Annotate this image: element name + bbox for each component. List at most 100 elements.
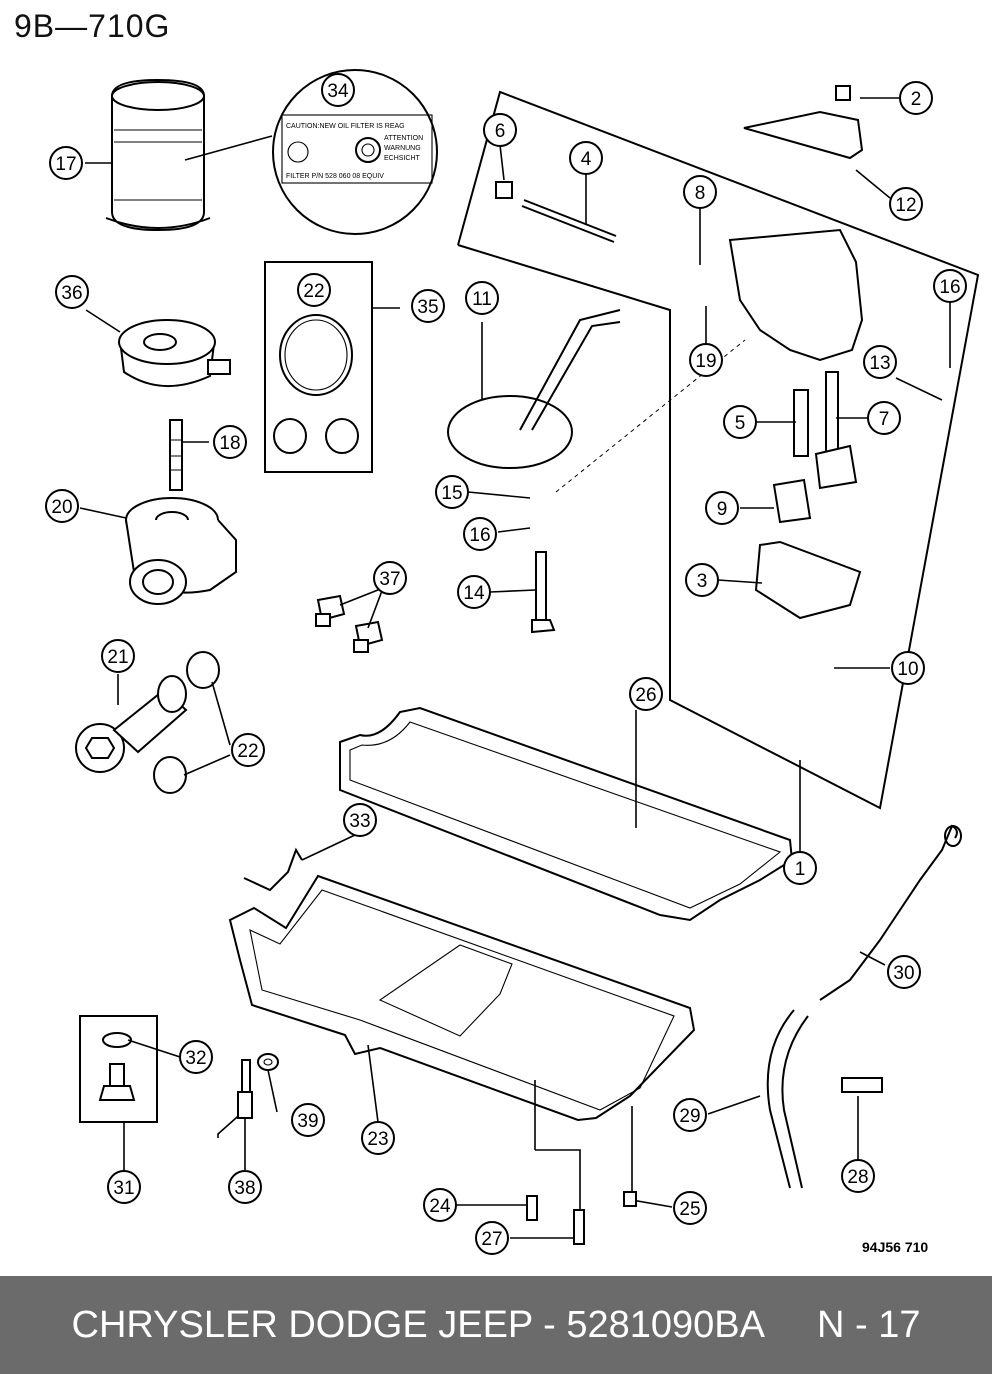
callout-20: 20 bbox=[45, 489, 79, 523]
callouts: 1 2 3 4 5 6 7 8 9 10 11 12 13 14 15 16 1… bbox=[45, 73, 967, 1255]
footer-bar: CHRYSLER DODGE JEEP - 5281090BA N - 17 bbox=[0, 1276, 992, 1374]
svg-text:28: 28 bbox=[847, 1167, 868, 1188]
spring-4 bbox=[521, 199, 617, 243]
bolt-14 bbox=[531, 551, 556, 634]
plate-12 bbox=[743, 85, 864, 160]
svg-text:23: 23 bbox=[367, 1129, 388, 1150]
stud bbox=[169, 419, 183, 491]
callout-38: 38 bbox=[228, 1170, 262, 1204]
svg-text:16: 16 bbox=[469, 525, 490, 546]
callout-17: 17 bbox=[49, 146, 83, 180]
callout-26: 26 bbox=[629, 677, 663, 711]
banjo-bolt bbox=[75, 651, 220, 794]
callout-6: 6 bbox=[483, 113, 517, 147]
callout-23: 23 bbox=[361, 1121, 395, 1155]
svg-text:19: 19 bbox=[695, 351, 716, 372]
svg-text:18: 18 bbox=[219, 433, 240, 454]
svg-text:4: 4 bbox=[581, 149, 592, 170]
svg-text:37: 37 bbox=[379, 569, 400, 590]
svg-text:11: 11 bbox=[472, 289, 492, 310]
callout-4: 4 bbox=[569, 141, 603, 175]
svg-text:39: 39 bbox=[297, 1111, 318, 1132]
svg-text:27: 27 bbox=[481, 1229, 502, 1250]
bolt-38 bbox=[237, 1059, 253, 1119]
svg-text:13: 13 bbox=[869, 353, 890, 374]
callout-9: 9 bbox=[705, 491, 739, 525]
callout-25: 25 bbox=[673, 1191, 707, 1225]
callout-12: 12 bbox=[889, 187, 923, 221]
callout-33: 33 bbox=[343, 803, 377, 837]
callout-34: 34 bbox=[321, 73, 355, 107]
callout-22b: 22 bbox=[231, 733, 265, 767]
svg-text:17: 17 bbox=[55, 154, 76, 175]
callout-22a: 22 bbox=[297, 273, 331, 307]
pump-assembly-boundary bbox=[457, 90, 980, 810]
oil-pump bbox=[728, 228, 864, 620]
svg-text:2: 2 bbox=[911, 89, 922, 110]
svg-text:10: 10 bbox=[897, 659, 918, 680]
callout-21: 21 bbox=[101, 639, 135, 673]
svg-text:24: 24 bbox=[429, 1196, 451, 1217]
diagram-code: 9B—710G bbox=[14, 8, 171, 44]
svg-text:33: 33 bbox=[349, 811, 370, 832]
filter-adapter bbox=[118, 319, 231, 387]
callout-32: 32 bbox=[179, 1040, 213, 1074]
exploded-parts-diagram: CAUTION:NEW OIL FILTER IS REAG ATTENTION… bbox=[45, 69, 980, 1255]
svg-text:9: 9 bbox=[717, 499, 728, 520]
svg-text:21: 21 bbox=[107, 647, 128, 668]
svg-text:22: 22 bbox=[303, 281, 324, 302]
callout-2: 2 bbox=[899, 81, 933, 115]
svg-text:1: 1 bbox=[795, 859, 806, 880]
svg-text:36: 36 bbox=[61, 283, 82, 304]
callout-15: 15 bbox=[435, 475, 469, 509]
svg-text:14: 14 bbox=[463, 583, 485, 604]
oil-filter bbox=[105, 78, 211, 232]
dipstick bbox=[819, 824, 962, 1001]
label-line-4: ECHSICHT bbox=[384, 155, 421, 162]
callout-27: 27 bbox=[475, 1221, 509, 1255]
pan-bolts bbox=[526, 1191, 637, 1245]
svg-text:29: 29 bbox=[679, 1106, 700, 1127]
callout-16b: 16 bbox=[933, 269, 967, 303]
callout-16a: 16 bbox=[463, 517, 497, 551]
svg-text:38: 38 bbox=[234, 1178, 255, 1199]
callout-3: 3 bbox=[685, 563, 719, 597]
cap-6 bbox=[495, 181, 513, 199]
label-line-1: CAUTION:NEW OIL FILTER IS REAG bbox=[286, 123, 405, 130]
svg-text:34: 34 bbox=[327, 81, 349, 102]
footer-title: CHRYSLER DODGE JEEP - 5281090BA bbox=[71, 1303, 765, 1346]
callout-31: 31 bbox=[107, 1170, 141, 1204]
callout-13: 13 bbox=[863, 345, 897, 379]
oil-pan bbox=[228, 874, 696, 1122]
figure-reference: 94J56 710 bbox=[862, 1239, 929, 1255]
svg-text:3: 3 bbox=[697, 571, 708, 592]
callout-11: 11 bbox=[465, 281, 499, 315]
callout-18: 18 bbox=[213, 425, 247, 459]
svg-text:22: 22 bbox=[237, 741, 258, 762]
oil-pan-gasket bbox=[339, 706, 794, 922]
callout-29: 29 bbox=[673, 1098, 707, 1132]
svg-text:6: 6 bbox=[495, 121, 506, 142]
svg-text:15: 15 bbox=[441, 483, 462, 504]
label-line-3: WARNUNG bbox=[384, 145, 421, 152]
plugs bbox=[315, 594, 384, 653]
clip-33 bbox=[243, 847, 303, 892]
callout-8: 8 bbox=[683, 175, 717, 209]
svg-text:32: 32 bbox=[185, 1048, 206, 1069]
callout-37: 37 bbox=[373, 561, 407, 595]
svg-text:5: 5 bbox=[735, 413, 746, 434]
callout-7: 7 bbox=[867, 401, 901, 435]
callout-19: 19 bbox=[689, 343, 723, 377]
callout-5: 5 bbox=[723, 405, 757, 439]
drain-plug-kit bbox=[79, 1015, 158, 1123]
svg-text:20: 20 bbox=[51, 497, 72, 518]
callout-36: 36 bbox=[55, 275, 89, 309]
dipstick-tube bbox=[766, 1009, 809, 1189]
svg-text:26: 26 bbox=[635, 685, 656, 706]
label-line-2: ATTENTION bbox=[384, 135, 423, 142]
washer-39 bbox=[257, 1053, 279, 1071]
svg-text:12: 12 bbox=[895, 195, 916, 216]
svg-text:8: 8 bbox=[695, 183, 706, 204]
callout-28: 28 bbox=[841, 1159, 875, 1193]
callout-30: 30 bbox=[887, 955, 921, 989]
